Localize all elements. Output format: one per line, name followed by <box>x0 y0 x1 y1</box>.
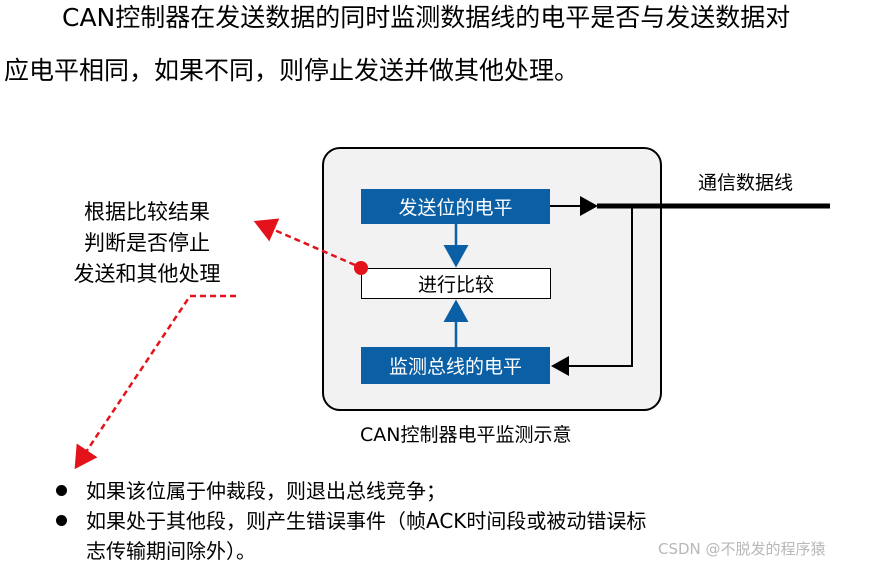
compare-box: 进行比较 <box>361 268 551 299</box>
note-line-2: 判断是否停止 <box>84 231 210 255</box>
send-level-box: 发送位的电平 <box>361 189 550 224</box>
decision-note: 根据比较结果 判断是否停止 发送和其他处理 <box>56 197 238 290</box>
bullet-item-1: 如果该位属于仲裁段，则退出总线竞争； <box>56 476 646 506</box>
bus-line-label: 通信数据线 <box>698 172 794 194</box>
bullet-text-2: 如果处于其他段，则产生错误事件（帧ACK时间段或被动错误标 <box>86 509 647 533</box>
bullet-dot-icon <box>56 485 67 496</box>
bullet-list: 如果该位属于仲裁段，则退出总线竞争； 如果处于其他段，则产生错误事件（帧ACK时… <box>56 476 646 566</box>
intro-line-1: CAN控制器在发送数据的同时监测数据线的电平是否与发送数据对 <box>62 3 791 32</box>
bus-to-monitor-arrow <box>551 206 633 376</box>
csdn-watermark: CSDN @不脱发的程序猿 <box>658 540 826 558</box>
diagram-caption: CAN控制器电平监测示意 <box>360 424 572 446</box>
note-line-1: 根据比较结果 <box>84 200 210 224</box>
compare-point-dot <box>354 261 368 275</box>
monitor-level-box: 监测总线的电平 <box>361 347 550 384</box>
bullet-text-2-continued: 志传输期间除外）。 <box>86 539 256 563</box>
intro-line-2: 应电平相同，如果不同，则停止发送并做其他处理。 <box>4 56 580 85</box>
bullet-item-2: 如果处于其他段，则产生错误事件（帧ACK时间段或被动错误标 <box>56 506 646 536</box>
compare-to-note-arrow <box>253 218 356 267</box>
note-line-3: 发送和其他处理 <box>73 262 221 286</box>
bullet-text-1: 如果该位属于仲裁段，则退出总线竞争； <box>86 479 446 503</box>
note-to-bullets-arrow <box>74 294 236 470</box>
bullet-dot-icon <box>56 515 67 526</box>
